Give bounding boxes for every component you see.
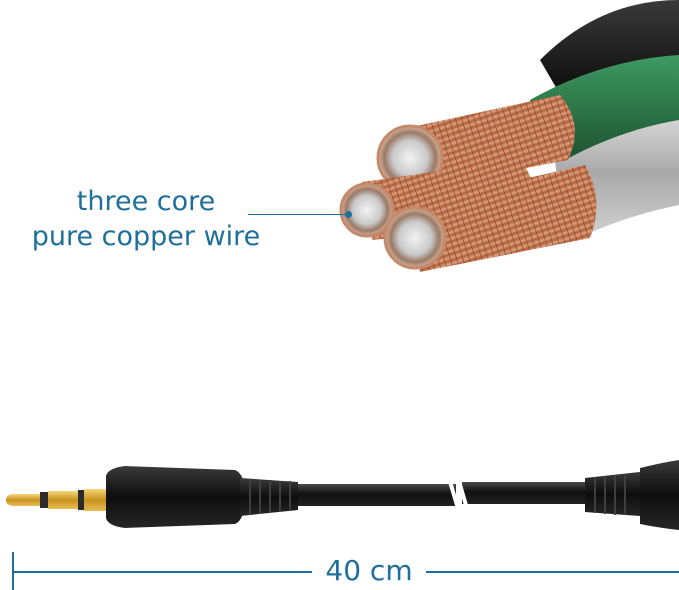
copper-wire-callout: three core pure copper wire [20,184,272,254]
callout-leader-line [248,214,348,215]
callout-pointer-dot [345,211,352,218]
callout-line-1: three core [76,186,216,217]
audio-plug [6,466,298,528]
callout-line-2: pure copper wire [31,221,261,252]
dimension-line-left [12,571,312,573]
dimension-line-right [426,571,679,573]
length-label: 40 cm [325,554,413,587]
right-connector [585,460,679,530]
audio-cable [290,477,592,513]
copper-core-bottom [383,165,597,272]
